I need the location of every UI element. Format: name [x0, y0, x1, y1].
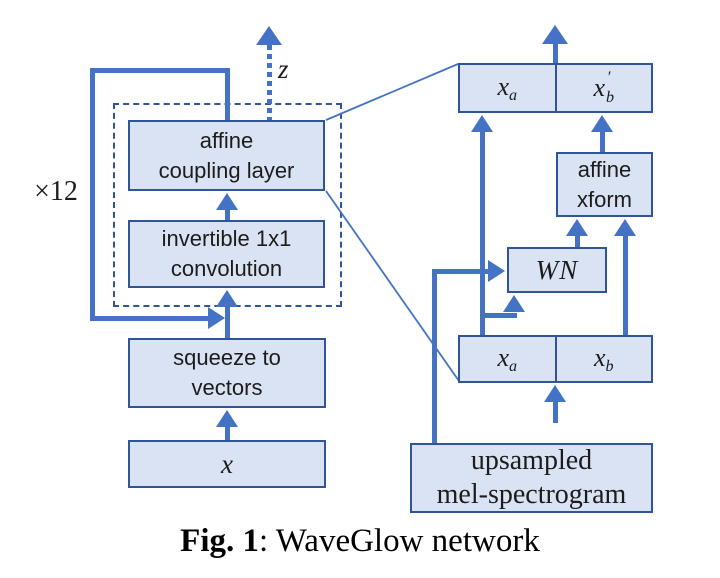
affine-coupling-layer-box: affine coupling layer [128, 120, 325, 191]
latent-output-dotted-line [267, 45, 272, 126]
repeat-loop-arrowhead-icon [208, 307, 225, 329]
conv-to-coupling-arrowhead-icon [216, 193, 238, 210]
bottom-split-box: xa xb [458, 335, 653, 383]
top-split-box: xa x′b [458, 63, 653, 113]
affine-xform-line2: xform [577, 186, 632, 212]
squeeze-line2: vectors [191, 375, 263, 400]
bottom-xa-label: xa [497, 342, 518, 375]
repeat-loop-bottom-segment [90, 316, 210, 321]
affine-xform-box: affine xform [556, 152, 653, 217]
conv-to-coupling-arrow-segment [225, 209, 230, 220]
caption-text: : WaveGlow network [258, 523, 540, 559]
affine-coupling-layer-line2: coupling layer [158, 157, 295, 183]
mel-conditioning-horizontal-segment [432, 269, 489, 274]
latent-output-arrowhead-icon [256, 26, 282, 45]
squeeze-to-vectors-box: squeeze to vectors [128, 338, 326, 408]
xa-passthrough-arrowhead-icon [471, 115, 493, 132]
affine-coupling-layer-line1: affine [199, 127, 254, 153]
input-x-label: x [221, 448, 233, 479]
mel-spectrogram-box: upsampled mel-spectrogram [410, 443, 653, 513]
xform-to-xb-arrow-segment [600, 131, 605, 152]
xa-passthrough-arrow-segment [480, 131, 485, 335]
input-to-squeeze-arrow-segment [225, 426, 230, 440]
xb-to-xform-arrow-segment [623, 235, 628, 335]
repeat-loop-drop-segment [225, 68, 230, 120]
invertible-conv-box: invertible 1x1 convolution [128, 220, 325, 288]
top-split-cell-xb-prime: x′b [554, 65, 652, 111]
xform-to-xb-arrowhead-icon [591, 115, 613, 132]
input-to-squeeze-arrowhead-icon [216, 410, 238, 427]
xa-to-wn-branch-segment [482, 313, 517, 318]
repeat-loop-top-segment [90, 68, 230, 73]
affine-xform-line1: affine [577, 156, 632, 182]
wn-to-xform-arrowhead-icon [566, 219, 588, 236]
coupling-output-arrow-segment [553, 44, 558, 63]
xb-to-xform-arrowhead-icon [614, 219, 636, 236]
top-xb-prime-label: x′b [593, 69, 615, 106]
invertible-conv-line2: convolution [170, 256, 283, 281]
split-input-arrowhead-icon [544, 385, 566, 402]
mel-conditioning-vertical-segment [432, 270, 437, 443]
bottom-split-cell-xb: xb [554, 337, 652, 381]
latent-label: z [278, 54, 289, 84]
bottom-split-cell-xa: xa [460, 337, 555, 381]
figure-caption: Fig. 1: WaveGlow network [0, 523, 720, 560]
bottom-xb-label: xb [593, 342, 614, 375]
wn-box: WN [507, 247, 607, 293]
coupling-output-arrowhead-icon [542, 25, 568, 44]
mel-line1: upsampled [470, 445, 593, 476]
caption-label: Fig. 1 [180, 523, 259, 559]
top-split-cell-xa: xa [460, 65, 555, 111]
top-xa-label: xa [497, 71, 518, 104]
mel-conditioning-arrowhead-icon [488, 260, 505, 282]
squeeze-to-conv-arrowhead-icon [216, 290, 238, 307]
wn-to-xform-arrow-segment [575, 235, 580, 247]
xa-to-wn-arrowhead-icon [503, 295, 525, 312]
repeat-loop-left-segment [90, 68, 95, 321]
mel-line2: mel-spectrogram [436, 479, 627, 510]
wn-label: WN [535, 254, 579, 285]
invertible-conv-line1: invertible 1x1 [161, 226, 292, 251]
split-input-arrow-segment [553, 401, 558, 423]
squeeze-line1: squeeze to [173, 345, 281, 370]
repeat-count-label: ×12 [34, 176, 78, 207]
squeeze-to-conv-arrow-segment [225, 306, 230, 338]
input-x-box: x [128, 440, 326, 488]
